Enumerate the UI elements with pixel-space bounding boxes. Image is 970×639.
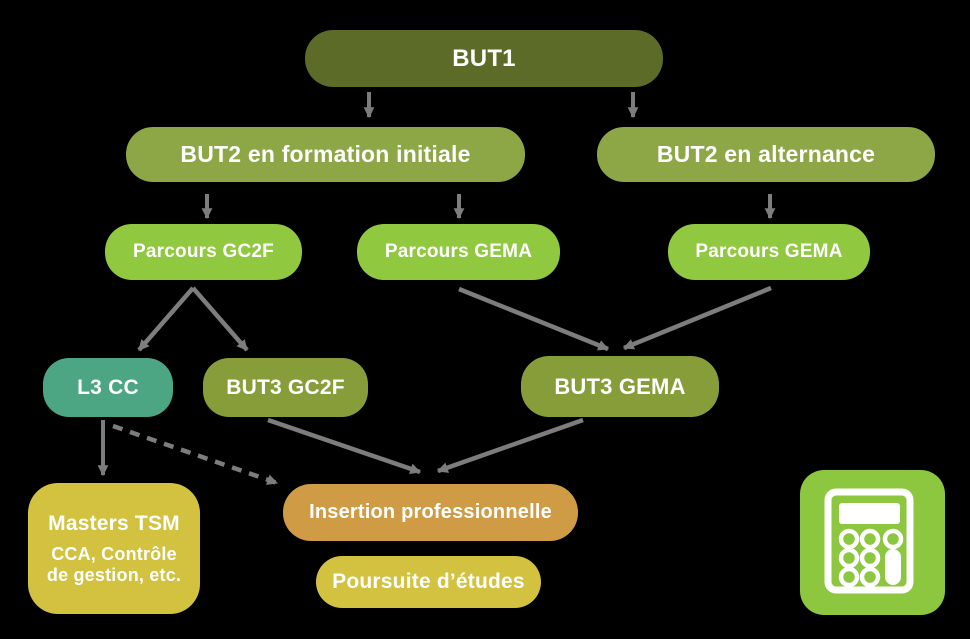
node-masters-tsm-title: Masters TSM: [48, 512, 180, 536]
node-poursuite-etudes: Poursuite d’études: [316, 556, 541, 608]
node-but2-alternance: BUT2 en alternance: [597, 127, 935, 182]
arrow-but3gc2f-insertion: [267, 417, 422, 475]
calculator-glyph: [824, 488, 914, 594]
node-but3-gema-label: BUT3 GEMA: [554, 373, 686, 399]
calculator-icon: [800, 470, 945, 615]
node-l3-cc-label: L3 CC: [77, 375, 139, 399]
node-parcours-gema-alternance: Parcours GEMA: [668, 224, 870, 280]
node-parcours-gema-alternance-label: Parcours GEMA: [695, 241, 843, 262]
node-l3-cc: L3 CC: [43, 358, 173, 417]
node-parcours-gema-initiale-label: Parcours GEMA: [384, 241, 533, 262]
arrow-but3gema-insertion: [436, 417, 584, 474]
arrow-l3cc-insertion-dashed: [112, 423, 279, 486]
node-but2-alternance-label: BUT2 en alternance: [656, 141, 876, 167]
arrow-gema2-but3gema: [622, 285, 772, 351]
node-but2-formation-initiale: BUT2 en formation initiale: [126, 127, 525, 182]
node-parcours-gc2f: Parcours GC2F: [105, 224, 302, 280]
arrow-gc2f-but3gc2f: [191, 286, 249, 352]
node-insertion-professionnelle-label: Insertion professionnelle: [309, 501, 552, 523]
node-parcours-gc2f-label: Parcours GC2F: [133, 241, 274, 262]
node-but3-gema: BUT3 GEMA: [521, 356, 719, 417]
arrow-gema1-but3gema: [458, 286, 610, 352]
node-but1: BUT1: [305, 30, 663, 87]
node-but3-gc2f-label: BUT3 GC2F: [226, 375, 345, 399]
node-but2-formation-initiale-label: BUT2 en formation initiale: [180, 141, 471, 167]
node-but1-label: BUT1: [452, 44, 516, 72]
node-but3-gc2f: BUT3 GC2F: [203, 358, 368, 417]
node-insertion-professionnelle: Insertion professionnelle: [283, 484, 578, 541]
node-poursuite-etudes-label: Poursuite d’études: [332, 570, 525, 593]
node-parcours-gema-initiale: Parcours GEMA: [357, 224, 560, 280]
node-masters-tsm: Masters TSM CCA, Contrôle de gestion, et…: [28, 483, 200, 614]
arrow-gc2f-l3cc: [137, 286, 195, 352]
node-masters-tsm-subtitle: CCA, Contrôle de gestion, etc.: [46, 544, 182, 585]
